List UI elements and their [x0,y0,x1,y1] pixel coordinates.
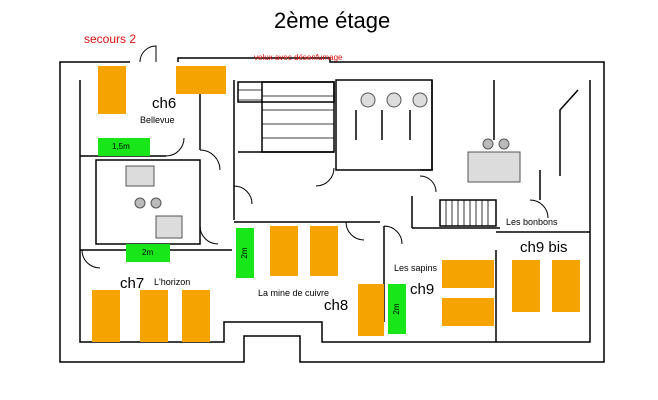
door-arc [315,167,335,187]
bed [310,226,338,276]
room-name-ch9: Les sapins [394,263,438,273]
bed [92,290,120,342]
shower-tray [467,151,521,183]
emergency-exit-label: secours 2 [84,32,137,46]
door-arc [529,199,549,219]
sink-icon [155,215,183,239]
fixtures [125,92,521,239]
door-arc [199,225,219,245]
door-arc [383,225,403,245]
bed [176,66,226,94]
door-arc [81,249,101,269]
dimension-label-ch7: 2m [142,248,154,257]
skylight-note: velux avec désenfumage [254,53,343,62]
bed [552,260,580,312]
toilet-icon [412,92,428,108]
stair-core [261,81,335,153]
room-code-ch6: ch6 [152,95,177,112]
toilet-icon [386,92,402,108]
page-title: 2ème étage [274,8,391,33]
bed [358,284,384,336]
tap-icon [482,138,494,150]
dimension-label-ch8: 2m [240,247,249,259]
sink-icon [125,165,155,187]
toilet-icon [360,92,376,108]
door-arc [199,149,221,171]
tap-icon [150,197,162,209]
door-arc [345,221,365,241]
bed [512,260,540,312]
dimension-label-ch6: 1,5m [112,142,130,151]
room-name-ch6: Bellevue [140,115,175,125]
dimension-bars [98,138,406,334]
door-arc [419,175,437,193]
door-arc [139,45,157,63]
bed [140,290,168,342]
bed [98,66,126,114]
dimension-label-ch9: 2m [392,303,401,315]
bed [442,260,494,288]
room-code-ch8: ch8 [324,297,349,314]
outer-wall [59,57,605,363]
room-code-ch7: ch7 [120,275,145,292]
room-name-ch9bis: Les bonbons [506,217,558,227]
room-code-ch9: ch9 [410,281,435,298]
dimension-bar [126,244,170,262]
bed [182,290,210,342]
dimension-bar [388,284,406,334]
bed [270,226,298,276]
tap-icon [498,138,510,150]
dimension-bar [98,138,150,156]
door-arc [233,185,253,205]
dimension-bar [236,228,254,278]
tap-icon [134,197,146,209]
stair-treads [238,89,489,226]
beds [92,66,580,342]
room-name-ch7: L'horizon [154,277,191,287]
door-arc [165,137,185,157]
room-code-ch9bis: ch9 bis [520,239,568,256]
room-name-ch8: La mine de cuivre [258,288,330,298]
bed [442,298,494,326]
